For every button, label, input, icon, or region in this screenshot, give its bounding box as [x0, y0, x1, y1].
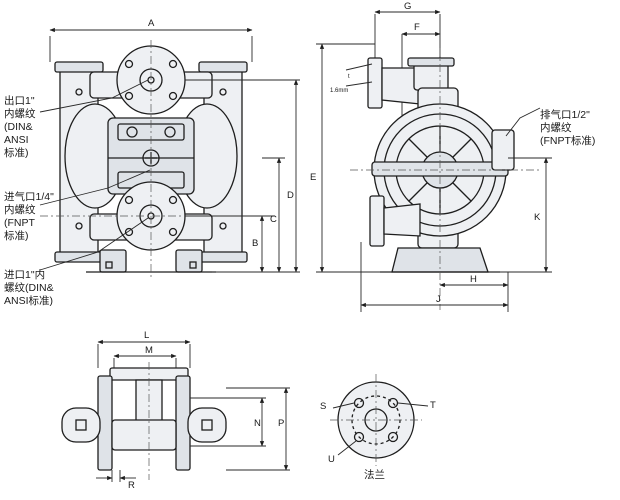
air-inlet-callout-line-4: 标准)	[4, 230, 29, 242]
exhaust-port	[491, 129, 515, 171]
side-inlet-flange	[369, 195, 385, 247]
dim-label-j: J	[436, 294, 441, 305]
exhaust-callout-line-3: (FNPT标准)	[540, 135, 595, 147]
outlet-callout-line-3: (DIN&	[4, 121, 33, 133]
thickness-tag: 1.6mm	[330, 88, 348, 94]
dim-label-r: R	[128, 480, 135, 491]
bottom-left-lug	[61, 407, 101, 443]
outlet-callout-line-4: ANSI	[4, 134, 29, 146]
dim-label-n: N	[254, 418, 261, 429]
bottom-right-lug	[187, 407, 227, 443]
dim-label-t: T	[430, 400, 436, 411]
flange-bolt-hole	[353, 431, 365, 443]
dim-label-m: M	[145, 345, 153, 356]
side-outlet-flange	[367, 57, 383, 109]
right-foot	[175, 249, 203, 273]
dim-label-s: S	[320, 401, 326, 412]
left-foot	[99, 249, 127, 273]
dim-label-d: D	[287, 190, 294, 201]
dim-label-l: L	[144, 330, 149, 341]
inlet-callout-line-3: ANSI标准)	[4, 295, 53, 307]
front-view	[39, 27, 300, 280]
dim-label-f: F	[414, 22, 420, 33]
outlet-callout-line-5: 标准)	[4, 147, 29, 159]
inlet-callout-line-1: 进口1"内	[4, 268, 45, 281]
air-inlet-callout-line-2: 内螺纹	[4, 203, 36, 216]
outlet-callout-line-1: 出口1"	[4, 94, 35, 107]
dim-label-h: H	[470, 274, 477, 285]
exhaust-callout-line-2: 内螺纹	[540, 121, 572, 134]
dim-label-u: U	[328, 454, 335, 465]
bottom-view	[61, 339, 290, 482]
flange-bolt-hole	[387, 397, 399, 409]
dim-label-b: B	[252, 238, 258, 249]
inlet-callout-line-2: 螺纹(DIN&	[4, 281, 54, 294]
dim-label-e: E	[310, 172, 316, 183]
air-inlet-callout-line-3: (FNPT	[4, 217, 35, 229]
dim-label-p: P	[278, 418, 284, 429]
dimension-letters: A B C D E F G H J K L M N P R S T U	[128, 1, 541, 491]
outlet-callout-line-2: 内螺纹	[4, 107, 36, 120]
flange-caption: 法兰	[364, 468, 385, 481]
exhaust-callout-line-1: 排气口1/2"	[540, 108, 590, 121]
air-inlet-callout-line-1: 进气口1/4"	[4, 190, 54, 203]
callout-texts: 出口1" 内螺纹 (DIN& ANSI 标准) 进气口1/4" 内螺纹 (FNP…	[4, 94, 595, 481]
exhaust-leader	[505, 107, 541, 137]
flange-bolt-hole	[353, 397, 365, 409]
dim-label-a: A	[148, 18, 155, 29]
dim-label-k: K	[534, 212, 541, 223]
dim-label-c: C	[270, 214, 277, 225]
angle-mark: t	[348, 74, 350, 80]
outlet-leader	[39, 79, 149, 113]
dim-label-g: G	[404, 1, 411, 12]
flange-detail	[330, 374, 429, 466]
flange-bolt-hole	[387, 431, 399, 443]
air-inlet-leader	[39, 169, 151, 206]
inlet-leader	[39, 217, 149, 271]
side-view: t 1.6mm	[316, 9, 552, 312]
